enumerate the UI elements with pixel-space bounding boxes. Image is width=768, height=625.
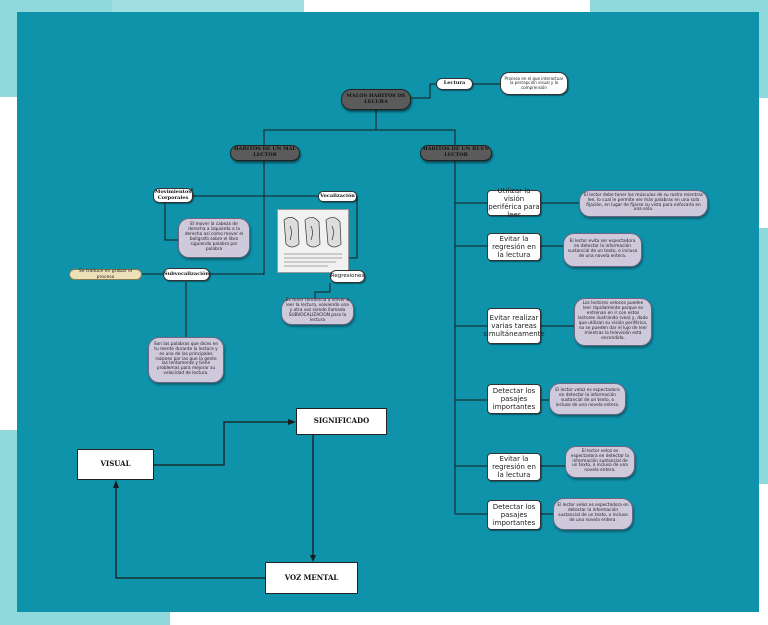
main-title-node: MALOS HABITOS DE LECURA [341,89,411,110]
good-habit-4-note: El lector veloz es espectadora en detect… [549,383,626,415]
good-habit-6: Detectar los pasajes importantes [487,500,541,530]
good-habit-2-note: El lector evita ser espectadora en detec… [563,233,642,267]
significado-node: SIGNIFICADO [296,408,387,435]
voz-mental-node: VOZ MENTAL [265,562,358,594]
mal-lector-node: HABITOS DE UN MAL LECTOR [230,145,300,161]
vocalizacion-node: Vocalización [318,191,357,202]
good-habit-2: Evitar la regresión en la lectura [487,233,541,261]
good-habit-6-note: El lector veloz es espectadora en detect… [553,498,633,530]
good-habit-1-note: El lector debe tener los músculos de su … [579,190,708,217]
lectura-note: Proceso en el que interactuar la percepc… [500,72,568,95]
good-habit-1: Utilizar la visión periférica para leer [487,186,541,220]
subvocalizacion-node: Subvocalización [163,268,210,281]
vocalization-illustration [277,209,349,273]
good-habit-3-note: Los lectores veloces pueden leer rápidam… [574,298,652,346]
regresiones-note: Es tener tendencia a volver a leer la le… [281,298,354,325]
buen-lector-node: HABITOS DE UN BUEN LECTOR [420,145,492,161]
good-habit-4: Detectar los pasajes importantes [487,384,541,414]
movimientos-corporales-node: Movimientos Corporales [153,188,193,203]
good-habit-5: Evitar la regresión en la lectura [487,453,541,481]
lectura-node: Lectura [436,78,473,90]
good-habit-5-note: El lector veloz es espectadora en detect… [565,446,635,478]
good-habit-3: Evitar realizar varias tareas simultánea… [483,308,545,344]
movimientos-note: El mover la cabeza de derecha a izquierd… [178,218,250,258]
regresiones-node: Regresiones [330,270,365,283]
subvocalizacion-left-note: Se traduce en grabar el proceso [69,269,142,280]
subvocalizacion-note: Son las palabras que dices en tu mente d… [148,337,224,383]
visual-node: VISUAL [77,449,154,480]
